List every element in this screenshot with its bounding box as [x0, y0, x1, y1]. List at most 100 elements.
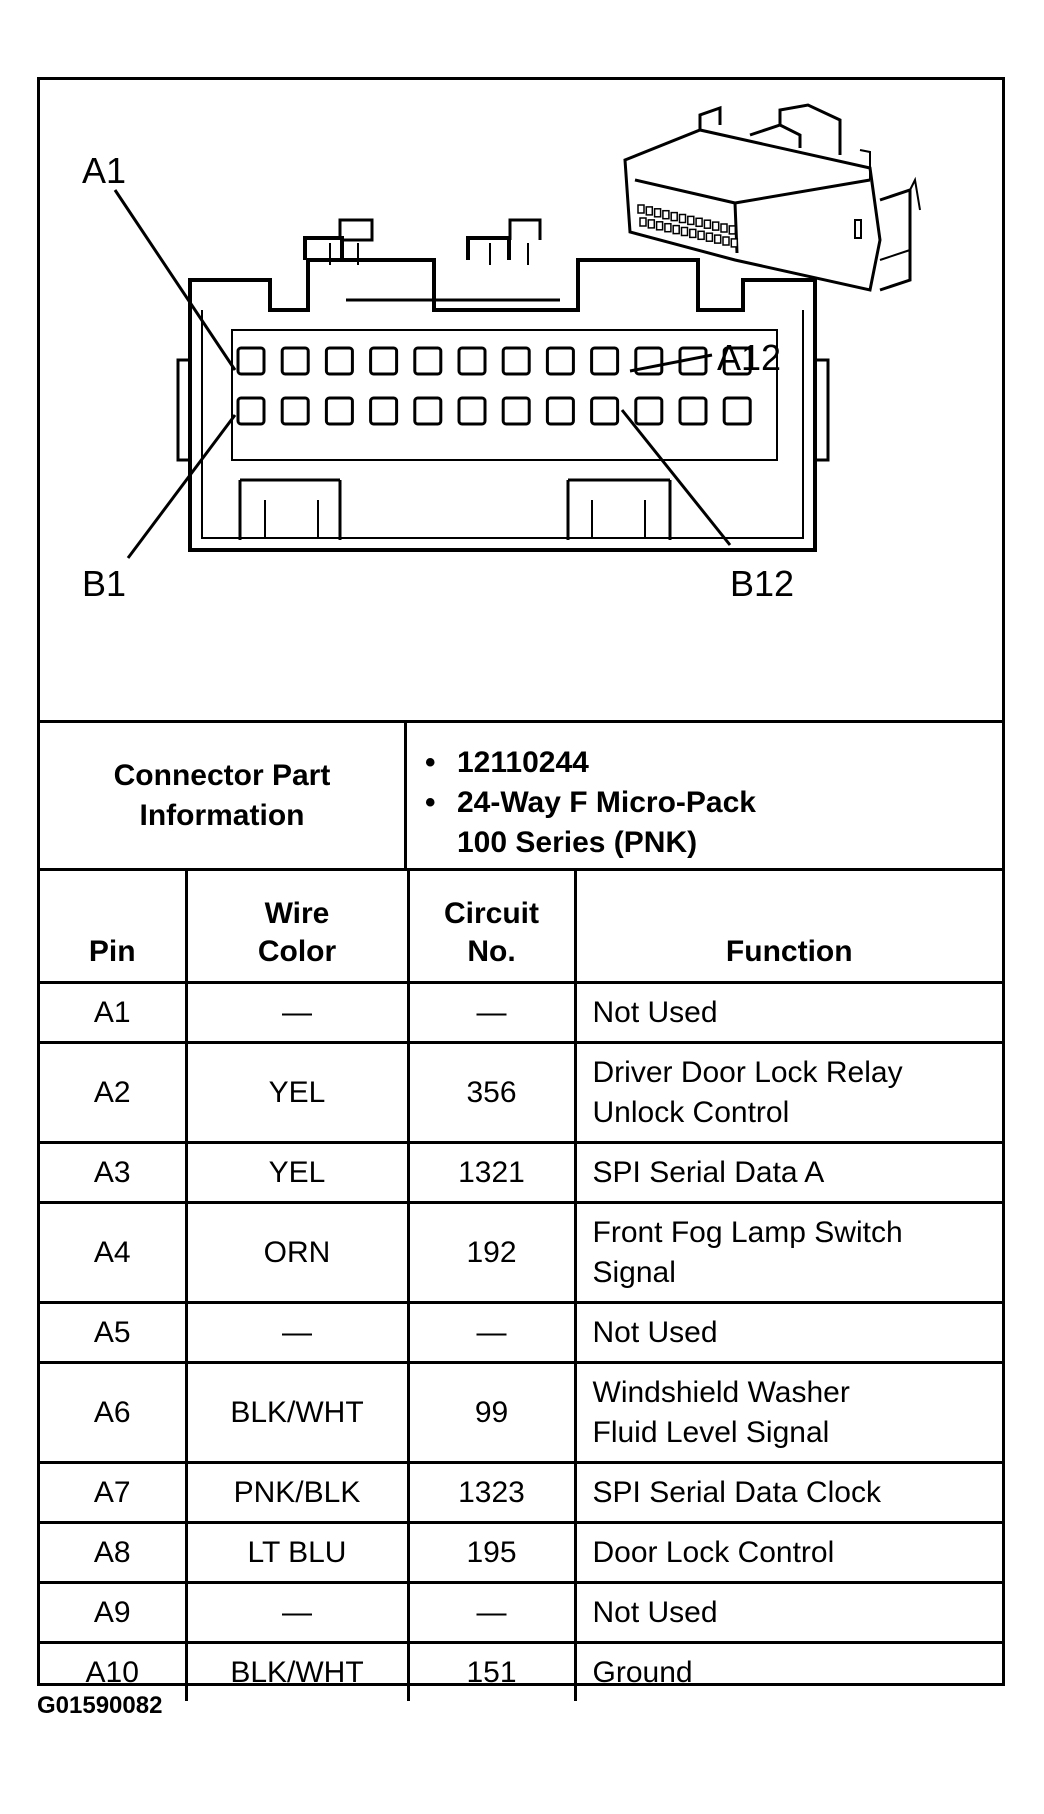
function-cell: SPI Serial Data A — [573, 1141, 1002, 1204]
label-a12: A12 — [717, 337, 781, 378]
pin-grid — [236, 346, 752, 426]
wire-color-cell: — — [184, 1301, 410, 1364]
table-header-row: Pin Wire Color Circuit No. Function — [40, 871, 1002, 984]
iso-pin-cavity — [711, 221, 720, 231]
iso-pin-cavity — [722, 236, 730, 246]
function-cell: Ground — [573, 1641, 1002, 1701]
iso-pin-cavity — [670, 211, 678, 222]
function-cell: Door Lock Control — [573, 1521, 1002, 1584]
leader-lines — [113, 189, 732, 559]
circuit-no-cell: — — [406, 981, 577, 1044]
wire-color-cell: YEL — [184, 1141, 410, 1204]
pin-cavity-b6 — [457, 396, 487, 426]
table-row: A9 — — Not Used — [40, 1581, 1002, 1644]
wire-color-cell: — — [184, 1581, 410, 1644]
wire-color-cell: ORN — [184, 1201, 410, 1304]
pin-cavity-b4 — [369, 396, 399, 426]
iso-pin-cavity — [705, 232, 714, 242]
pin-cavity-a5 — [413, 346, 443, 376]
label-a1: A1 — [82, 150, 126, 191]
pin-cavity-b1 — [236, 396, 266, 426]
pin-cavity-b5 — [413, 396, 443, 426]
connector-isometric-view — [623, 103, 921, 292]
connector-diagram: A1 A12 B1 B12 — [82, 103, 921, 604]
pin-cavity-a8 — [545, 346, 575, 376]
pin-cavity-a2 — [280, 346, 310, 376]
pin-cavity-a7 — [501, 346, 531, 376]
pin-cell: A2 — [40, 1041, 188, 1144]
pin-cavity-b7 — [501, 396, 531, 426]
connector-face-view — [176, 218, 830, 552]
iso-pin-cavity — [689, 228, 697, 239]
iso-pin-cavity — [678, 213, 687, 224]
wire-color-cell: PNK/BLK — [184, 1461, 410, 1524]
part-number: 12110244 — [425, 743, 1002, 783]
pin-cavity-a12 — [722, 346, 752, 376]
table-row: A7 PNK/BLK 1323 SPI Serial Data Clock — [40, 1461, 1002, 1524]
pin-cavity-a1 — [236, 346, 266, 376]
table-row: A6 BLK/WHT 99 Windshield Washer Fluid Le… — [40, 1361, 1002, 1464]
pin-cavity-b8 — [545, 396, 575, 426]
iso-pin-cavity — [662, 209, 670, 220]
header-wire-color: Wire Color — [184, 871, 410, 984]
function-cell: Not Used — [573, 1301, 1002, 1364]
function-cell: Driver Door Lock Relay Unlock Control — [573, 1041, 1002, 1144]
wire-color-cell: BLK/WHT — [184, 1641, 410, 1701]
circuit-no-cell: 151 — [406, 1641, 577, 1701]
iso-pin-cavity — [647, 219, 656, 229]
iso-pin-cavity — [728, 225, 737, 235]
figure-id: G01590082 — [37, 1692, 163, 1719]
connector-info-label: Connector Part Information — [40, 723, 407, 868]
function-cell: Windshield Washer Fluid Level Signal — [573, 1361, 1002, 1464]
pin-cavity-b12 — [722, 396, 752, 426]
iso-pin-cavity — [653, 208, 662, 218]
wire-color-cell: LT BLU — [184, 1521, 410, 1584]
pin-cell: A7 — [40, 1461, 188, 1524]
circuit-no-cell: — — [406, 1301, 577, 1364]
pin-cell: A6 — [40, 1361, 188, 1464]
connector-info-values: 12110244 24-Way F Micro-Pack 100 Series … — [407, 723, 1002, 868]
pin-cell: A8 — [40, 1521, 188, 1584]
wire-color-cell: — — [184, 981, 410, 1044]
pin-table: Pin Wire Color Circuit No. Function A1 —… — [40, 871, 1002, 1701]
function-cell: Front Fog Lamp Switch Signal — [573, 1201, 1002, 1304]
iso-pin-cavity — [680, 226, 689, 237]
table-row: A10 BLK/WHT 151 Ground — [40, 1641, 1002, 1701]
diagram-frame: A1 A12 B1 B12 Connector Part Information… — [37, 77, 1005, 1701]
iso-pin-cavity — [703, 219, 712, 229]
function-cell: Not Used — [573, 1581, 1002, 1644]
iso-pin-cavity — [720, 223, 728, 233]
iso-pin-cavity — [730, 238, 739, 248]
header-circuit-no: Circuit No. — [406, 871, 577, 984]
table-row: A5 — — Not Used — [40, 1301, 1002, 1364]
iso-pin-cavity — [645, 206, 654, 216]
circuit-no-cell: — — [406, 1581, 577, 1644]
pin-cavity-b2 — [280, 396, 310, 426]
pin-cavity-b10 — [634, 396, 664, 426]
pin-cell: A1 — [40, 981, 188, 1044]
circuit-no-cell: 1321 — [406, 1141, 577, 1204]
pin-cavity-a9 — [590, 346, 620, 376]
circuit-no-cell: 192 — [406, 1201, 577, 1304]
header-pin: Pin — [40, 871, 188, 984]
table-row: A3 YEL 1321 SPI Serial Data A — [40, 1141, 1002, 1204]
connector-info-row: Connector Part Information 12110244 24-W… — [40, 720, 1002, 871]
iso-pin-cavity — [687, 215, 695, 226]
function-cell: Not Used — [573, 981, 1002, 1044]
wire-color-cell: BLK/WHT — [184, 1361, 410, 1464]
function-cell: SPI Serial Data Clock — [573, 1461, 1002, 1524]
table-row: A4 ORN 192 Front Fog Lamp Switch Signal — [40, 1201, 1002, 1304]
iso-pin-cavity — [695, 217, 703, 228]
iso-pin-cavity — [664, 222, 672, 233]
label-b12: B12 — [730, 563, 794, 604]
wire-color-cell: YEL — [184, 1041, 410, 1144]
iso-pin-cavity — [639, 217, 647, 227]
circuit-no-cell: 1323 — [406, 1461, 577, 1524]
iso-pin-cavity — [637, 204, 645, 214]
pin-cell: A5 — [40, 1301, 188, 1364]
pin-cavity-b11 — [678, 396, 708, 426]
table-row: A8 LT BLU 195 Door Lock Control — [40, 1521, 1002, 1584]
label-b1: B1 — [82, 563, 126, 604]
pin-cell: A9 — [40, 1581, 188, 1644]
isometric-pin-cavities — [637, 204, 739, 248]
